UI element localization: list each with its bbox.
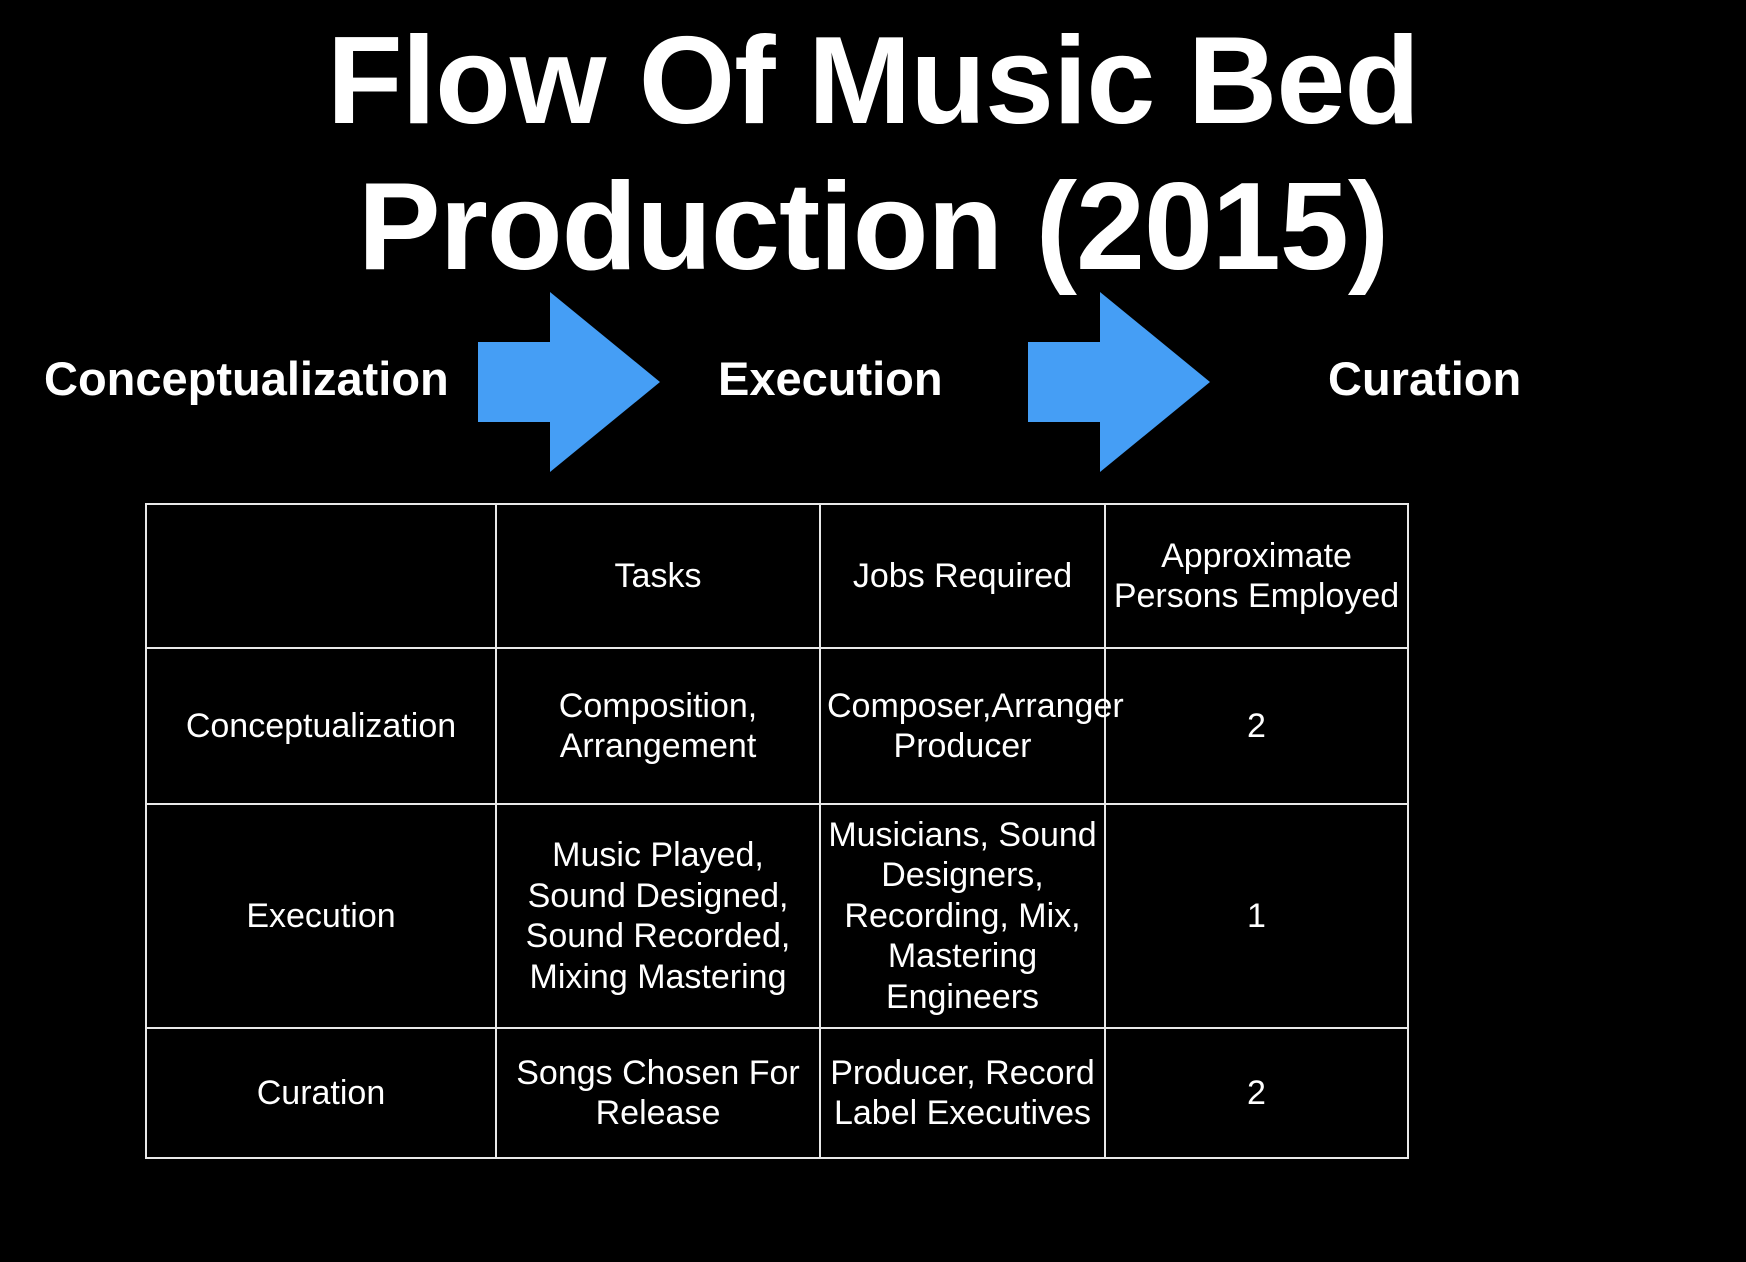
cell-persons: 2 — [1104, 647, 1409, 805]
flow-step-label-execution: Execution — [718, 352, 943, 405]
cell-tasks: Songs Chosen For Release — [495, 1027, 821, 1160]
page-title: Flow Of Music Bed Production (2015) — [326, 12, 1420, 297]
table-header-row: Tasks Jobs Required Approximate Persons … — [145, 503, 1409, 649]
cell-stage: Curation — [145, 1027, 497, 1160]
flow-step-label-curation: Curation — [1328, 352, 1522, 405]
cell-tasks: Composition, Arrangement — [495, 647, 821, 805]
column-header-tasks: Tasks — [495, 503, 821, 649]
cell-tasks: Music Played, Sound Designed, Sound Reco… — [495, 802, 821, 1030]
cell-persons: 2 — [1104, 1027, 1409, 1160]
cell-jobs: Musicians, Sound Designers, Recording, M… — [819, 802, 1106, 1030]
column-header-approximate-persons-employed: Approximate Persons Employed — [1104, 503, 1409, 649]
cell-stage: Execution — [145, 802, 497, 1030]
table-row: Curation Songs Chosen For Release Produc… — [145, 1027, 1409, 1160]
production-flow-table: Tasks Jobs Required Approximate Persons … — [145, 503, 1409, 1160]
column-header-jobs-required: Jobs Required — [819, 503, 1106, 649]
cell-stage: Conceptualization — [145, 647, 497, 805]
cell-jobs: Composer,Arranger Producer — [819, 647, 1124, 805]
arrow-right-icon-2 — [1028, 292, 1210, 472]
table-row: Execution Music Played, Sound Designed, … — [145, 802, 1409, 1030]
table-row: Conceptualization Composition, Arrangeme… — [145, 647, 1409, 805]
cell-persons: 1 — [1104, 802, 1409, 1030]
flow-diagram: Conceptualization Execution Curation — [0, 292, 1746, 472]
arrow-right-icon-1 — [478, 292, 660, 472]
table-corner-cell — [145, 503, 497, 649]
cell-jobs: Producer, Record Label Executives — [819, 1027, 1106, 1160]
flow-step-label-conceptualization: Conceptualization — [44, 352, 449, 405]
